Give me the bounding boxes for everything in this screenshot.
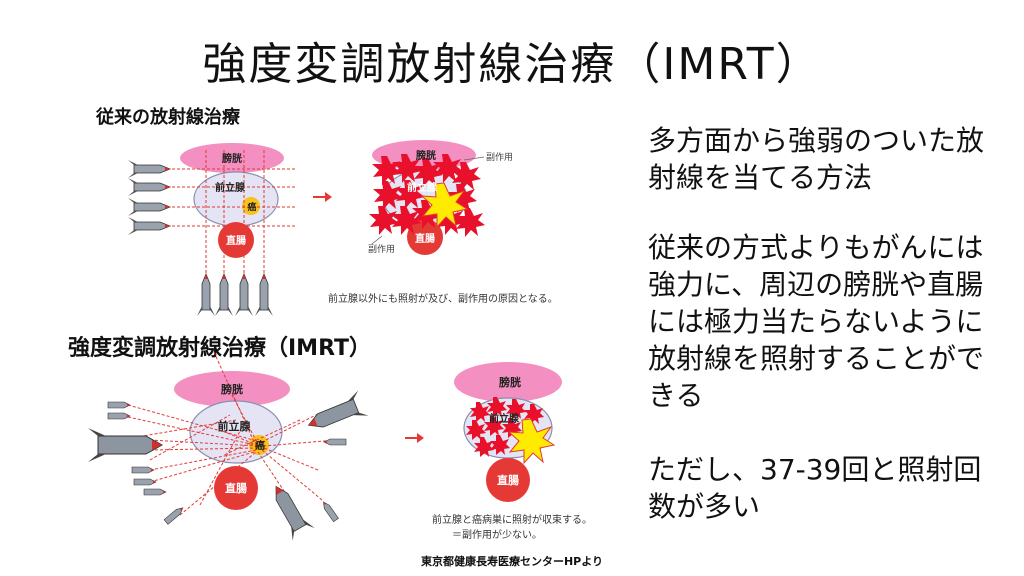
prostate-shape: [193, 171, 279, 227]
conv-result-prostate-label: 前立腺: [407, 181, 438, 194]
explanation-text: 多方面から強弱のついた放射線を当てる方法 従来の方式よりもがんには強力に、周辺の…: [648, 122, 998, 558]
horizontal-beams: [172, 168, 296, 227]
imrt-note-line1: 前立腺と癌病巣に照射が収束する。: [432, 515, 592, 526]
conv-prostate-label: 前立腺: [215, 181, 246, 194]
imrt-note-line2: ＝副作用が少ない。: [452, 530, 542, 541]
conv-rectum-label: 直腸: [226, 234, 246, 247]
missile-icons-left: [127, 159, 171, 236]
conv-result-bladder-label: 膀胱: [415, 149, 436, 162]
conventional-diagram: 膀胱 前立腺 癌 直腸 膀胱 前立腺 直腸 副作用: [127, 140, 513, 317]
side-effect-label-bottom: 副作用: [368, 243, 395, 255]
conventional-heading: 従来の放射線治療: [96, 107, 240, 128]
cancer-spot: [242, 197, 260, 215]
imrt-result-rectum-label: 直腸: [497, 473, 519, 487]
arrow-right-icon: [313, 192, 332, 202]
explanation-paragraph-1: 多方面から強弱のついた放射線を当てる方法: [648, 124, 985, 194]
conv-cancer-label: 癌: [247, 201, 256, 213]
imrt-result-bladder-label: 膀胱: [498, 375, 521, 389]
missile-icons-bottom: [196, 273, 274, 317]
imrt-cancer-label: 癌: [255, 439, 265, 452]
imrt-prostate-label: 前立腺: [218, 419, 252, 433]
arrow-right-icon-imrt: [405, 433, 424, 443]
conv-bladder-label: 膀胱: [221, 152, 242, 165]
imrt-bladder-label: 膀胱: [220, 382, 243, 396]
imrt-rectum-shape-result: [486, 458, 530, 502]
rectum-shape-result: [407, 219, 443, 255]
vertical-beams: [205, 150, 265, 276]
side-effect-label-top: 副作用: [486, 151, 513, 163]
imrt-rectum-label: 直腸: [225, 481, 247, 495]
conv-result-rectum-label: 直腸: [415, 232, 435, 245]
imrt-result-prostate-label: 前立腺: [489, 412, 520, 425]
imrt-rectum-shape: [214, 466, 258, 510]
source-credit: 東京都健康長寿医療センターHPより: [420, 555, 604, 568]
imrt-heading: 強度変調放射線治療（IMRT）: [68, 336, 372, 361]
rectum-shape: [218, 222, 254, 258]
imrt-bladder-shape-result: [454, 362, 562, 402]
explanation-paragraph-3: ただし、37-39回と照射回数が多い: [648, 453, 982, 523]
explanation-paragraph-2: 従来の方式よりもがんには強力に、周辺の膀胱や直腸には極力当たらないように放射線を…: [648, 231, 985, 412]
imrt-bladder-shape: [174, 371, 290, 407]
slide-title: 強度変調放射線治療（IMRT）: [202, 39, 822, 90]
imrt-diagram: 膀胱 前立腺 癌 直腸 膀胱 前立腺 直腸: [87, 351, 562, 542]
conventional-note: 前立腺以外にも照射が及び、副作用の原因となる。: [328, 294, 558, 305]
imrt-note: 前立腺と癌病巣に照射が収束する。 ＝副作用が少ない。: [432, 513, 592, 543]
imrt-converging-beams: [119, 351, 337, 516]
